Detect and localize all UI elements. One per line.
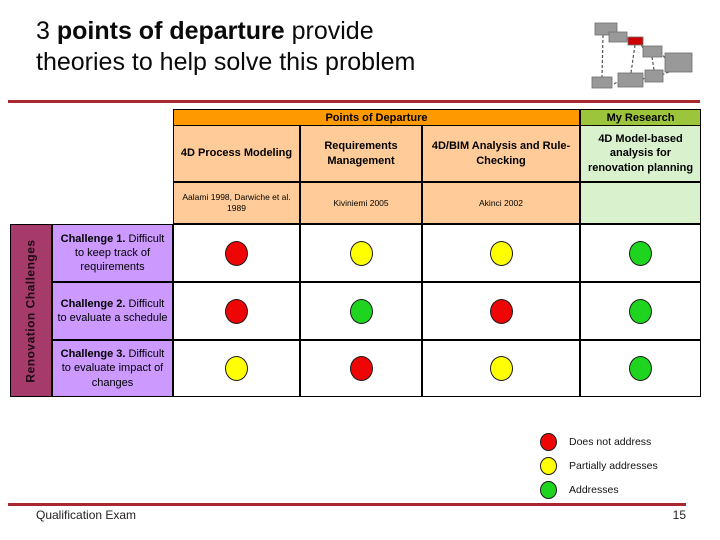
red-status-dot (349, 356, 373, 381)
matrix-cell-r2c2 (300, 282, 422, 340)
matrix-cell-r1c4 (580, 224, 701, 282)
yellow-status-dot (225, 356, 248, 381)
legend-item-3: Addresses (540, 478, 710, 502)
page-number: 15 (672, 508, 686, 522)
red-status-dot (489, 298, 513, 324)
matrix-cell-r3c3 (422, 340, 580, 397)
matrix-cell-r3c4 (580, 340, 701, 397)
legend-label: Addresses (569, 484, 619, 496)
challenge-label-3: Challenge 3. Difficult to evaluate impac… (52, 340, 173, 397)
group-header-my-research: My Research (580, 109, 701, 126)
column-header-1: 4D Process Modeling (173, 125, 300, 182)
footer-title: Qualification Exam (36, 508, 137, 522)
legend-item-2: Partially addresses (540, 454, 710, 478)
challenge-number: Challenge 3. (60, 348, 126, 361)
challenge-number: Challenge 1. (60, 232, 126, 245)
matrix-cell-r3c2 (300, 340, 422, 397)
citation-cell-1: Aalami 1998, Darwiche et al. 1989 (173, 182, 300, 224)
red-legend-dot-icon (540, 433, 557, 451)
title-line-2: theories to help solve this problem (36, 48, 416, 77)
challenge-label-1: Challenge 1. Difficult to keep track of … (52, 224, 173, 282)
green-legend-dot-icon (540, 481, 557, 499)
logo-highlight-block (627, 36, 644, 46)
legend-label: Partially addresses (569, 460, 658, 472)
row-group-bar: Renovation Challenges (10, 224, 52, 397)
red-status-dot (225, 298, 248, 324)
matrix-cell-r3c1 (173, 340, 300, 397)
green-status-dot (629, 356, 652, 381)
matrix-cell-r1c1 (173, 224, 300, 282)
footer-divider-rule (8, 503, 686, 506)
red-status-dot (225, 240, 248, 266)
logo-blocks (591, 22, 693, 89)
green-status-dot (349, 298, 373, 324)
legend-item-1: Does not address (540, 430, 710, 454)
title-line-1: 3 points of departure provide (36, 17, 374, 45)
yellow-status-dot (489, 356, 513, 381)
matrix-cell-r1c3 (422, 224, 580, 282)
group-header-points-of-departure: Points of Departure (173, 109, 580, 126)
challenge-number: Challenge 2. (60, 297, 126, 310)
citation-cell-4 (580, 182, 701, 224)
project-network-logo (591, 22, 693, 89)
column-header-3: 4D/BIM Analysis and Rule-Checking (422, 125, 580, 182)
column-header-4: 4D Model-based analysis for renovation p… (580, 125, 701, 182)
citation-cell-3: Akinci 2002 (422, 182, 580, 224)
legend-label: Does not address (569, 436, 652, 448)
row-group-label: Renovation Challenges (24, 238, 39, 383)
yellow-status-dot (489, 240, 513, 266)
matrix-cell-r2c1 (173, 282, 300, 340)
title-divider-rule (8, 100, 700, 103)
page-title: 3 points of departure provide theories t… (36, 16, 596, 79)
matrix-cell-r2c4 (580, 282, 701, 340)
green-status-dot (629, 298, 652, 324)
challenge-label-2: Challenge 2. Difficult to evaluate a sch… (52, 282, 173, 340)
matrix-cell-r2c3 (422, 282, 580, 340)
yellow-legend-dot-icon (540, 457, 557, 475)
matrix-cell-r1c2 (300, 224, 422, 282)
column-header-2: Requirements Management (300, 125, 422, 182)
yellow-status-dot (349, 240, 373, 266)
green-status-dot (629, 240, 652, 266)
citation-cell-2: Kiviniemi 2005 (300, 182, 422, 224)
